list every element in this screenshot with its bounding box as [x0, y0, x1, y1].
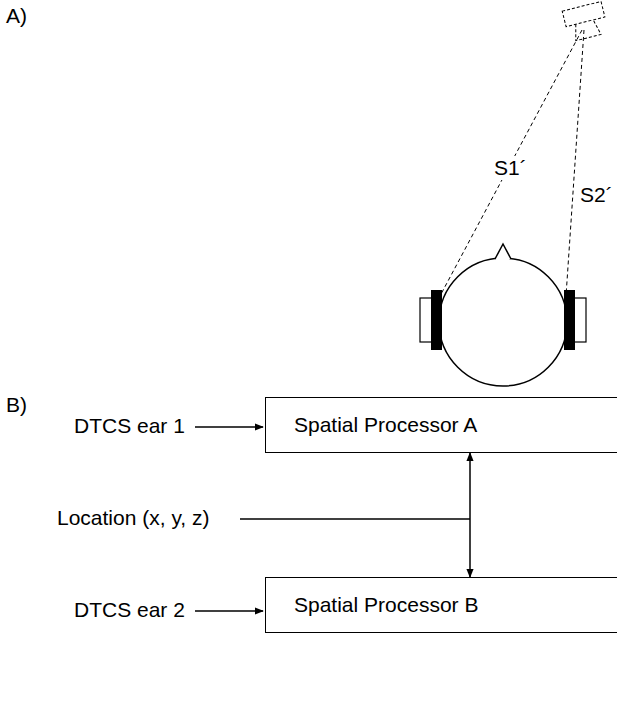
headphone-pad [431, 290, 442, 350]
box-label: Spatial Processor B [294, 593, 617, 617]
location-line [240, 518, 470, 520]
sound-path [440, 30, 582, 296]
double-arrow [469, 453, 471, 577]
processor-box: Spatial Processor A [265, 397, 617, 453]
headphone-pad [564, 290, 575, 350]
headphone-cup [574, 298, 586, 342]
input-arrow [195, 426, 263, 428]
box-label: Spatial Processor A [294, 413, 617, 437]
headphone-cup [420, 298, 432, 342]
virtual-speaker [562, 1, 609, 42]
diagram-label: DTCS ear 2 [74, 598, 185, 622]
diagram-label: Location (x, y, z) [55, 506, 212, 530]
diagram-label: A) [6, 4, 27, 28]
sound-path [566, 30, 584, 296]
diagram-label: DTCS ear 1 [74, 414, 185, 438]
head [439, 258, 567, 386]
diagram-label: S1´ [492, 156, 529, 180]
diagram-label: S2´ [578, 183, 615, 207]
nose [495, 244, 511, 259]
processor-box: Spatial Processor B [265, 577, 617, 633]
input-arrow [195, 610, 263, 612]
diagram-label: B) [6, 393, 27, 417]
